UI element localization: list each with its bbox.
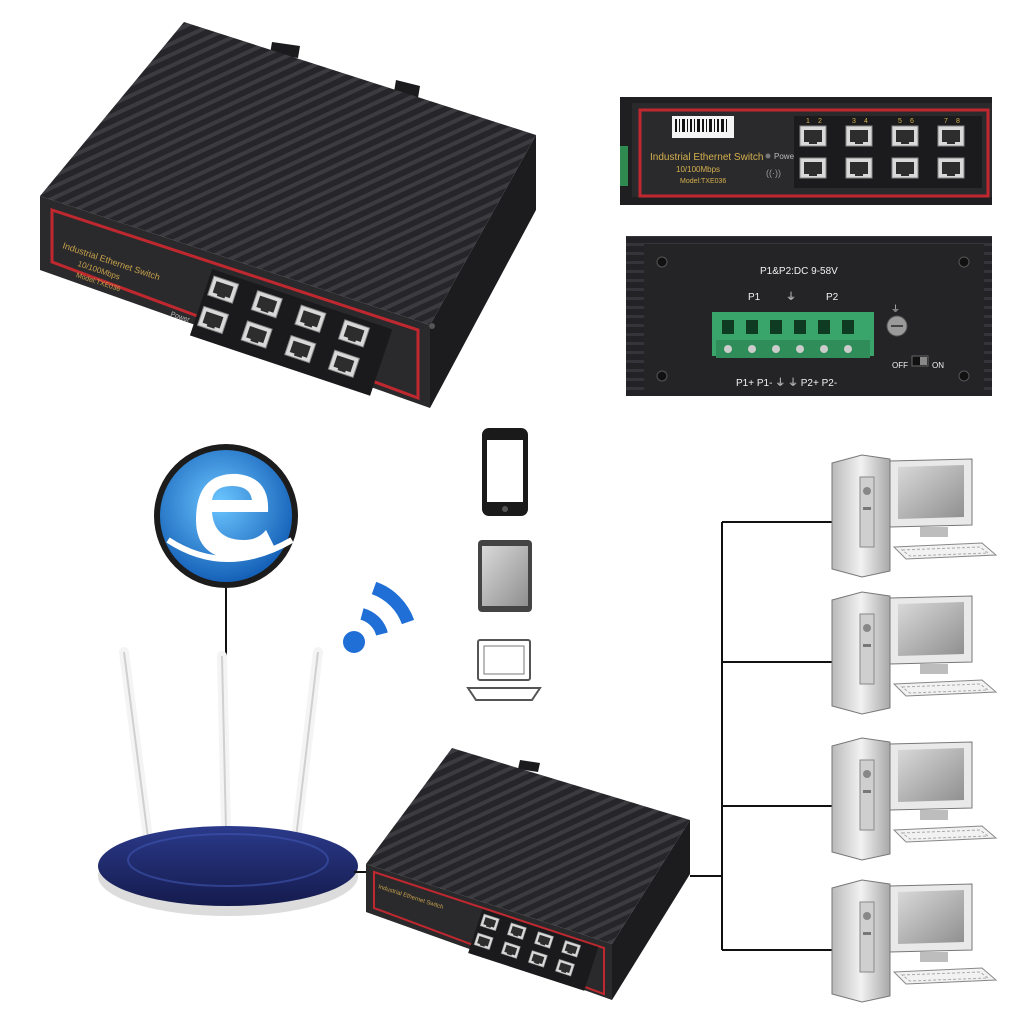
port-number-label: 3 [852, 118, 856, 125]
port-number-label: 1 [806, 118, 810, 125]
barcode-sticker [672, 116, 734, 138]
desktop-pc-icon [831, 737, 998, 861]
large-switch-ports [189, 269, 393, 396]
wifi-icon [343, 581, 415, 653]
laptop-icon [466, 639, 542, 701]
tablet-icon [478, 540, 532, 612]
ie-globe-icon [154, 444, 298, 588]
front-power-label: Power [774, 152, 797, 161]
wireless-router [98, 647, 358, 916]
off-label: OFF [892, 361, 908, 370]
earth-icon: ⏚ [891, 304, 900, 314]
port-number-label: 4 [864, 118, 868, 125]
switch-large-perspective: Industrial Ethernet Switch 10/100Mbps Mo… [40, 22, 536, 408]
network-tree-lines [690, 521, 832, 951]
ground-icon: ⏚ [786, 291, 796, 303]
group-p2-label: P2 [826, 292, 839, 303]
front-switch-title: Industrial Ethernet Switch [650, 152, 763, 163]
desktop-pc-icon [831, 591, 998, 715]
port-number-label: 8 [956, 118, 960, 125]
front-switch-model: Model:TXE036 [680, 178, 726, 185]
switch-small-perspective: Industrial Ethernet Switch [366, 748, 690, 1000]
port-number-label: 5 [898, 118, 902, 125]
power-led-icon [765, 153, 771, 159]
desktop-pc-icon [831, 454, 998, 578]
port-number-label: 7 [944, 118, 948, 125]
port-number-label: 6 [910, 118, 914, 125]
smartphone-icon [482, 428, 528, 516]
power-spec-label: P1&P2:DC 9-58V [760, 266, 838, 277]
switch-rear-view: P1&P2:DC 9-58V P1 ⏚ P2 P1+ P1- ⏚ ⏚ P2+ P… [626, 236, 992, 396]
group-p1-label: P1 [748, 292, 761, 303]
on-label: ON [932, 361, 944, 370]
power-terminal-block [712, 312, 874, 358]
switch-front-view: Industrial Ethernet Switch 10/100Mbps Mo… [620, 97, 992, 205]
front-switch-speed: 10/100Mbps [676, 165, 720, 174]
front-switch-ports: 1 2 3 4 5 6 7 8 [799, 118, 965, 179]
terminal-labels: P1+ P1- ⏚ ⏚ P2+ P2- [736, 377, 837, 389]
desktop-pc-icon [831, 879, 998, 1003]
port-number-label: 2 [818, 118, 822, 125]
link-icon: ((·)) [766, 168, 781, 178]
